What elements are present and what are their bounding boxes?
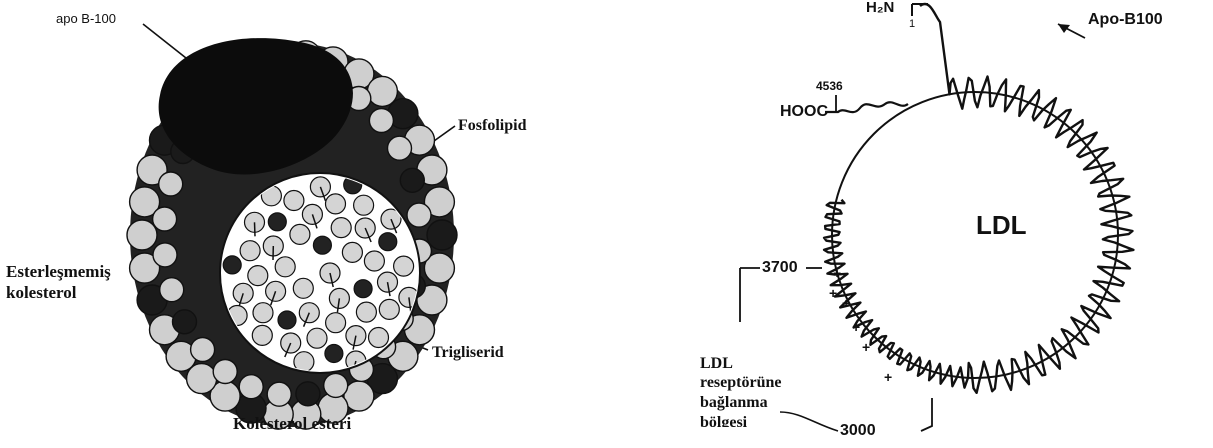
residue-3000-label: 3000 [840,423,876,439]
residue-4536-label: 4536 [816,80,843,92]
apo-b100-label: Apo-B100 [1088,12,1163,28]
bracket-3000 [921,398,932,431]
binding-region-leader [780,412,838,431]
binding-region-label-line1: LDL [700,356,733,372]
bracket-3700 [740,268,760,322]
apo-b100-chain [824,4,1133,393]
h2n-label: H₂N [866,0,894,15]
positive-charge-5: + [862,340,870,354]
c-terminus-tail [825,102,908,112]
positive-charge-1: + [833,266,841,280]
positive-charge-6: + [884,370,892,384]
residue-1-label: 1 [909,19,915,30]
residue-3700-label: 3700 [762,260,798,276]
hooc-label: HOOC [780,104,828,120]
binding-region-label-line3: bağlanma [700,395,768,411]
binding-region-label-line2: reseptörüne [700,375,781,391]
ldl-label: LDL [976,212,1027,238]
positive-charge-2: + [829,286,837,300]
positive-charge-4: + [852,320,860,334]
positive-charge-3: + [842,296,850,310]
